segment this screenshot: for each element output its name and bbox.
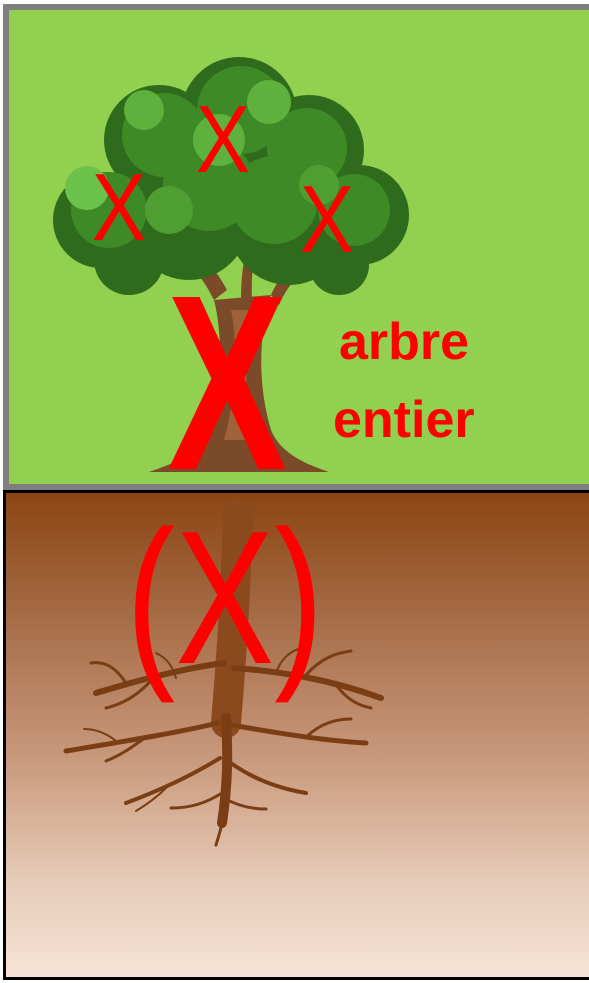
label-line-entier: entier <box>333 391 475 449</box>
crown-x-right-mark: X <box>299 166 355 273</box>
trunk-x-mark: X <box>167 243 288 490</box>
above-ground-panel: X X X X arbre entier <box>3 4 589 490</box>
roots-illustration <box>63 498 384 847</box>
tree-illustration <box>53 57 409 472</box>
underground-panel: (X) <box>3 490 589 980</box>
roots-x-mark: (X) <box>126 492 324 704</box>
tree-roots <box>63 498 384 847</box>
label-line-arbre: arbre <box>339 313 470 371</box>
crown-x-left-mark: X <box>91 154 147 261</box>
tree-crown <box>53 57 409 295</box>
crown-x-top-mark: X <box>195 86 251 193</box>
